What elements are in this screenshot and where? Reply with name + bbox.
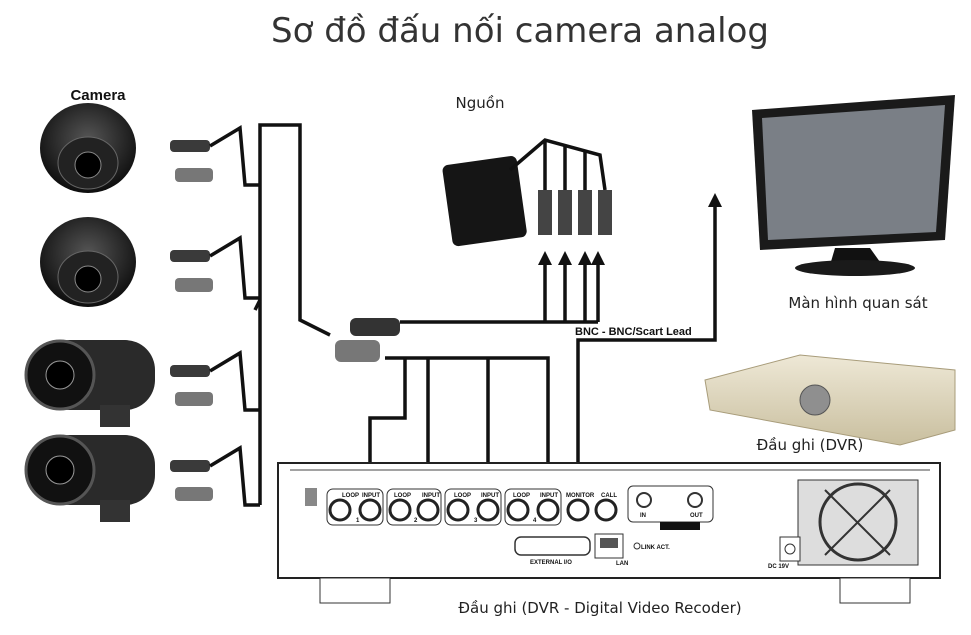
dvr-back-label: Đầu ghi (DVR - Digital Video Recoder) xyxy=(458,599,741,617)
bullet-camera-1 xyxy=(24,339,155,427)
bnc-port xyxy=(594,498,618,522)
input-label-1: INPUT xyxy=(362,493,380,499)
dvr-front xyxy=(704,354,956,446)
channel-group-4 xyxy=(504,488,562,526)
lead-label: BNC - BNC/Scart Lead xyxy=(575,326,692,338)
loop-label-1: LOOP xyxy=(342,493,359,499)
in-port-label: IN xyxy=(640,513,646,519)
power-adapter xyxy=(442,138,612,247)
bnc-ports xyxy=(326,488,618,526)
channel-group-1 xyxy=(326,488,384,526)
camera-cables xyxy=(209,123,331,507)
rear-connectors xyxy=(305,485,801,562)
out-port-label: OUT xyxy=(690,513,703,519)
channel-group-2 xyxy=(386,488,442,526)
call-port-label: CALL xyxy=(601,493,617,499)
channel-group-3 xyxy=(444,488,502,526)
channel-number-4: 4 xyxy=(533,518,537,524)
input-label-3: INPUT xyxy=(481,493,499,499)
port-labels: LOOP INPUT 1 LOOP INPUT 2 LOOP INPUT 3 L… xyxy=(342,493,789,570)
input-label-4: INPUT xyxy=(540,493,558,499)
channel-number-3: 3 xyxy=(474,518,478,524)
bnc-port xyxy=(416,498,440,522)
bnc-port xyxy=(358,498,382,522)
channel-number-1: 1 xyxy=(356,518,360,524)
input-label-2: INPUT xyxy=(422,493,440,499)
lan-label: LAN xyxy=(616,561,628,567)
monitor-label: Màn hình quan sát xyxy=(788,294,927,312)
dvr-back-panel xyxy=(277,462,941,604)
monitor xyxy=(752,95,955,276)
link-act-label: LINK ACT. xyxy=(641,545,670,551)
monitor-port-label: MONITOR xyxy=(566,493,595,499)
channel-number-2: 2 xyxy=(414,518,418,524)
camera-label: Camera xyxy=(70,87,126,104)
loop-label-3: LOOP xyxy=(454,493,471,499)
dvr-front-label: Đầu ghi (DVR) xyxy=(757,436,864,454)
video-lines xyxy=(363,193,722,495)
power-label: Nguồn xyxy=(456,94,505,112)
diagram-title: Sơ đồ đấu nối camera analog xyxy=(271,11,769,51)
bnc-port xyxy=(476,498,500,522)
bnc-port xyxy=(388,498,412,522)
camera-connectors xyxy=(170,140,213,501)
power-lines xyxy=(400,251,605,324)
dc-power-label: DC 19V xyxy=(768,564,789,570)
loop-label-2: LOOP xyxy=(394,493,411,499)
bnc-port xyxy=(536,498,560,522)
bnc-port xyxy=(446,498,470,522)
bullet-camera-2 xyxy=(24,434,155,522)
dome-camera-2 xyxy=(40,217,136,307)
dome-camera-1 xyxy=(40,103,136,193)
bnc-port xyxy=(506,498,530,522)
bnc-port xyxy=(566,498,590,522)
loop-label-4: LOOP xyxy=(513,493,530,499)
external-io-label: EXTERNAL I/O xyxy=(530,560,572,566)
bnc-port xyxy=(328,498,352,522)
bnc-dc-splitter xyxy=(335,318,400,362)
